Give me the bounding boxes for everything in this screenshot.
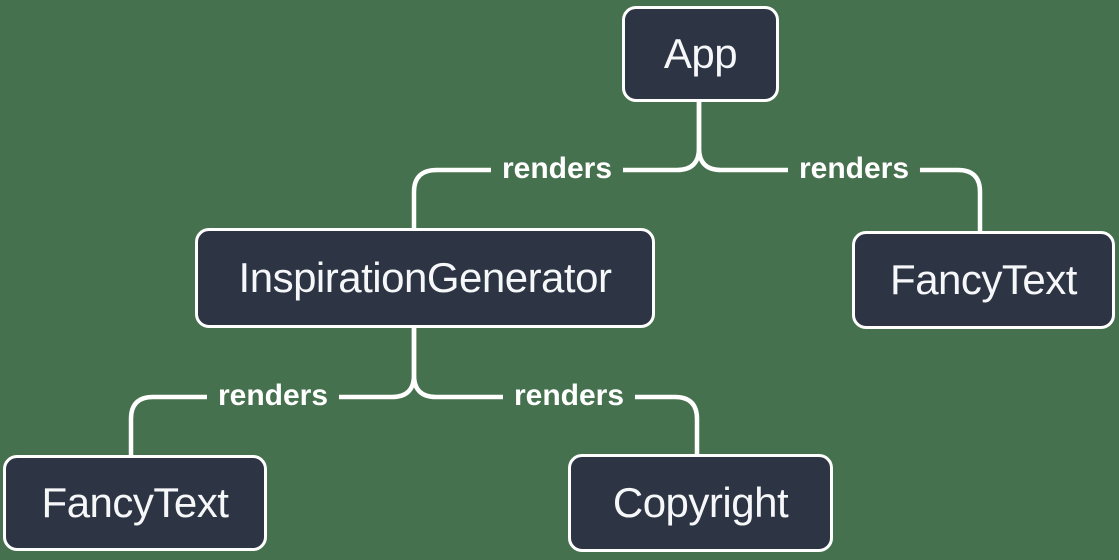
node-fancy-text-top: FancyText bbox=[852, 231, 1115, 329]
edge-label-renders-1: renders bbox=[490, 150, 624, 188]
edge-label-renders-2: renders bbox=[787, 150, 921, 188]
edge-label-renders-4: renders bbox=[502, 377, 636, 415]
edge-label-renders-3: renders bbox=[206, 377, 340, 415]
node-inspiration-generator: InspirationGenerator bbox=[195, 228, 655, 328]
node-fancy-text-bottom: FancyText bbox=[3, 455, 267, 551]
node-app: App bbox=[622, 6, 779, 102]
node-copyright: Copyright bbox=[568, 454, 833, 552]
